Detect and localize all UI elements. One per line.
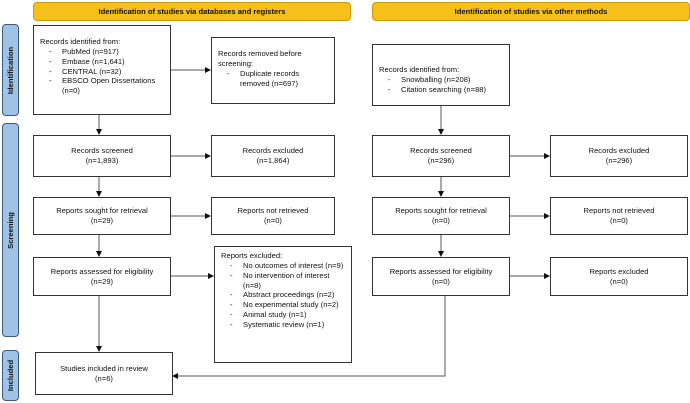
box-count: (n=29): [90, 276, 114, 286]
box-label: Reports excluded: [589, 266, 649, 276]
reports-sought-box: Reports sought for retrieval(n=29): [33, 197, 171, 235]
list-item: Citation searching (n=88): [379, 85, 503, 95]
box-title: Reports excluded:: [221, 251, 283, 260]
list-item: Duplicate records removed (n=697): [218, 69, 328, 89]
box-title: Records identified from:: [40, 37, 121, 46]
box-count: (n=0): [432, 216, 450, 225]
box-title: Records identified from:: [379, 65, 460, 74]
box-label: Reports not retrieved: [237, 206, 309, 216]
list-item: Animal study (n=1): [221, 310, 345, 320]
other-reports-assessed-box: Reports assessed for eligibility(n=0): [372, 257, 510, 296]
box-count: (n=0): [610, 276, 628, 286]
phase-label: Identification: [6, 46, 15, 94]
box-label: Reports sought for retrieval: [56, 206, 148, 216]
records-excluded-box: Records excluded(n=1,864): [211, 135, 335, 177]
box-count: (n=296): [605, 156, 633, 165]
list-item: Systematic review (n=1): [221, 320, 345, 330]
list-item: Embase (n=1,641): [40, 57, 164, 67]
box-count: (n=0): [610, 216, 628, 225]
box-label: Reports assessed for eligibility: [50, 266, 154, 276]
reports-not-retrieved-box: Reports not retrieved(n=0): [211, 197, 335, 235]
box-title: Records removed before screening:: [218, 49, 302, 68]
reports-assessed-box: Reports assessed for eligibility(n=29): [33, 257, 171, 296]
list-item: No outcomes of interest (n=9): [221, 261, 345, 271]
other-records-excluded-box: Records excluded(n=296): [550, 135, 688, 177]
box-label: Records excluded: [242, 146, 304, 156]
box-count: (n=6): [95, 373, 113, 383]
list-item: Abstract proceedings (n=2): [221, 290, 345, 300]
box-count: (n=0): [432, 276, 450, 286]
box-label: Reports sought for retrieval: [395, 206, 487, 216]
studies-included-box: Studies included in review(n=6): [35, 352, 173, 395]
box-label: Reports not retrieved: [583, 206, 655, 216]
other-reports-excluded-box: Reports excluded(n=0): [550, 257, 688, 296]
list-item: Snowballing (n=208): [379, 75, 503, 85]
box-label: Records excluded: [588, 146, 650, 156]
box-count: (n=1,893): [85, 156, 119, 165]
phase-label: Included: [6, 359, 16, 392]
box-count: (n=1,864): [256, 156, 290, 165]
box-count: (n=29): [90, 216, 114, 225]
list-item: PubMed (n=917): [40, 47, 164, 57]
list-item: CENTRAL (n=32): [40, 67, 164, 77]
box-label: Studies included in review: [60, 363, 148, 373]
other-reports-not-retrieved-box: Reports not retrieved(n=0): [550, 197, 688, 235]
records-screened-box: Records screened(n=1,893): [33, 135, 171, 177]
header-databases: Identification of studies via databases …: [33, 2, 351, 21]
phase-screening: Screening: [2, 123, 19, 337]
box-count: (n=0): [264, 216, 282, 225]
other-reports-sought-box: Reports sought for retrieval(n=0): [372, 197, 510, 235]
phase-label: Screening: [6, 211, 15, 249]
box-count: (n=296): [427, 156, 455, 165]
reports-excluded-box: Reports excluded: No outcomes of interes…: [214, 246, 352, 363]
box-label: Reports assessed for eligibility: [389, 266, 493, 276]
box-label: Records screened: [71, 146, 133, 156]
list-item: No experimental study (n=2): [221, 300, 345, 310]
list-item: EBSCO Open Dissertations (n=0): [40, 76, 164, 96]
list-item: No intervention of interest (n=8): [221, 271, 345, 291]
header-other-methods: Identification of studies via other meth…: [372, 2, 690, 21]
records-removed-box: Records removed before screening: Duplic…: [211, 37, 335, 104]
records-identified-databases: Records identified from: PubMed (n=917) …: [33, 25, 171, 115]
records-identified-other: Records identified from: Snowballing (n=…: [372, 44, 510, 106]
other-records-screened-box: Records screened(n=296): [372, 135, 510, 177]
phase-identification: Identification: [2, 24, 19, 116]
phase-included: Included: [2, 350, 19, 401]
box-label: Records screened: [410, 146, 472, 156]
